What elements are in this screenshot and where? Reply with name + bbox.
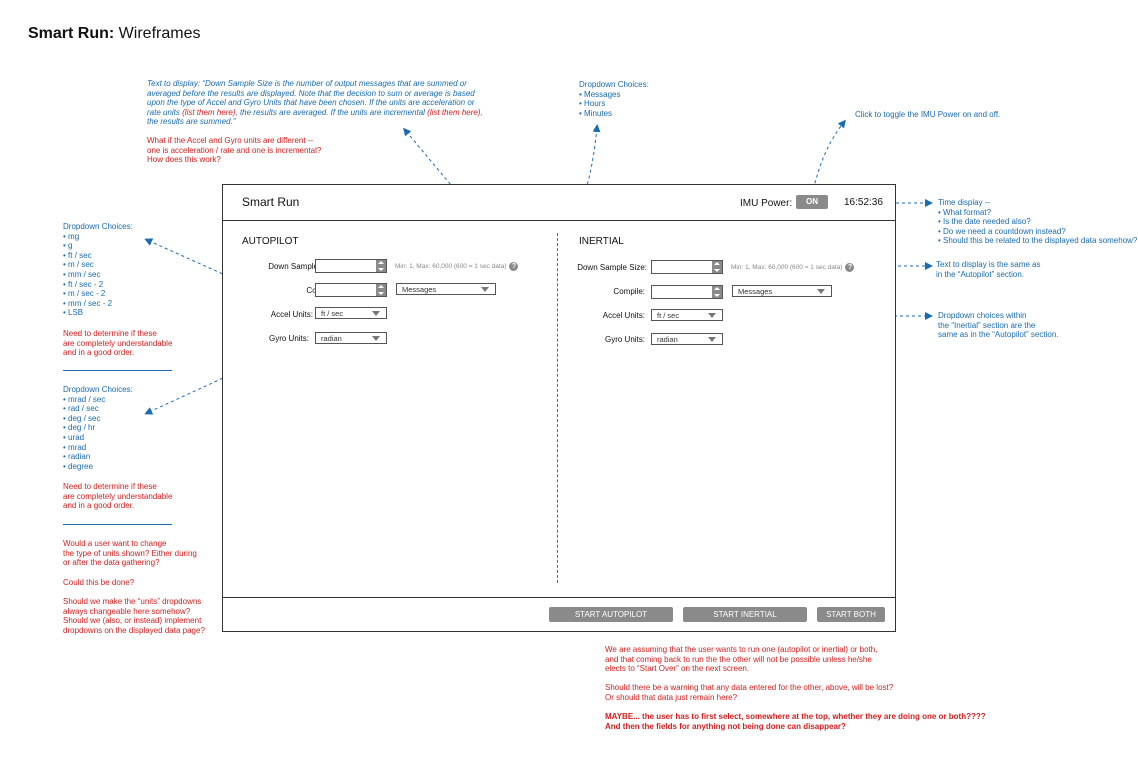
chevron-down-icon (481, 287, 489, 292)
inertial-down-sample-label: Down Sample Size: (577, 263, 647, 272)
bottom-note-3: MAYBE... the user has to first select, s… (605, 712, 986, 731)
autopilot-heading: AUTOPILOT (242, 236, 299, 247)
inertial-heading: INERTIAL (579, 236, 624, 247)
chevron-down-icon (372, 311, 380, 316)
inertial-accel-label: Accel Units: (602, 311, 645, 320)
autopilot-compile-input[interactable] (315, 283, 387, 297)
arrow-compile (497, 124, 601, 291)
autopilot-down-sample-hint: Min: 1, Max: 60,000 (600 = 1 sec data)? (395, 262, 519, 271)
units-question-2: Could this be done? (63, 578, 135, 587)
app-title: Smart Run (242, 195, 300, 209)
panel-header: Smart Run IMU Power: ON 16:52:36 (223, 185, 895, 221)
inertial-compile-input[interactable] (651, 285, 723, 299)
inertial-compile-label: Compile: (613, 287, 645, 296)
smart-run-panel: Smart Run IMU Power: ON 16:52:36 AUTOPIL… (222, 184, 896, 632)
autopilot-down-sample-label: Down Sample Size: (268, 262, 338, 271)
page-title: Smart Run: Wireframes (28, 25, 200, 43)
arrow-downsample (403, 127, 513, 259)
page-title-bold: Smart Run: (28, 25, 115, 42)
autopilot-down-sample-input[interactable] (315, 259, 387, 273)
start-inertial-button[interactable]: START INERTIAL (683, 607, 807, 622)
divider-line (63, 370, 172, 371)
help-icon[interactable]: ? (509, 262, 519, 271)
downsample-question: What if the Accel and Gyro units are dif… (147, 136, 322, 165)
inertial-accel-select[interactable]: ft / sec (651, 309, 723, 321)
spinner-icon[interactable] (376, 260, 386, 272)
page-title-rest: Wireframes (114, 25, 201, 42)
footer-divider (223, 597, 895, 598)
chevron-down-icon (708, 337, 716, 342)
autopilot-accel-label: Accel Units: (270, 310, 313, 319)
inertial-text-note: Text to display is the same as in the “A… (936, 260, 1041, 279)
accel-choices-note: Dropdown Choices: • mg • g • ft / sec • … (63, 222, 133, 318)
bottom-note-2: Should there be a warning that any data … (605, 683, 894, 702)
imu-note: Click to toggle the IMU Power on and off… (855, 110, 1001, 119)
autopilot-compile-select[interactable]: Messages (396, 283, 496, 295)
inertial-down-sample-input[interactable] (651, 260, 723, 274)
spinner-icon[interactable] (712, 286, 722, 298)
section-divider (557, 233, 558, 583)
gyro-question: Need to determine if these are completel… (63, 482, 173, 511)
inertial-compile-select[interactable]: Messages (732, 285, 832, 297)
inertial-gyro-label: Gyro Units: (604, 335, 645, 344)
arrow-imu (811, 119, 846, 196)
autopilot-accel-select[interactable]: ft / sec (315, 307, 387, 319)
imu-power-toggle[interactable]: ON (796, 195, 828, 209)
compile-choices-note: Dropdown Choices: • Messages • Hours • M… (579, 80, 649, 118)
units-question-1: Would a user want to change the type of … (63, 539, 197, 568)
imu-power-label: IMU Power: (740, 198, 793, 209)
divider-line (63, 524, 172, 525)
chevron-down-icon (817, 289, 825, 294)
chevron-down-icon (372, 336, 380, 341)
units-question-3: Should we make the “units” dropdowns alw… (63, 597, 205, 635)
downsample-note: Text to display: “Down Sample Size is th… (147, 79, 483, 127)
help-icon[interactable]: ? (845, 263, 855, 272)
bottom-note-1: We are assuming that the user wants to r… (605, 645, 878, 674)
time-note: Time display -- • What format? • Is the … (938, 198, 1138, 246)
start-autopilot-button[interactable]: START AUTOPILOT (549, 607, 673, 622)
start-both-button[interactable]: START BOTH (817, 607, 885, 622)
inertial-gyro-select[interactable]: radian (651, 333, 723, 345)
gyro-choices-note: Dropdown Choices: • mrad / sec • rad / s… (63, 385, 133, 471)
chevron-down-icon (708, 313, 716, 318)
accel-question: Need to determine if these are completel… (63, 329, 173, 358)
inertial-dropdown-note: Dropdown choices within the “Inertial” s… (938, 311, 1059, 340)
time-display: 16:52:36 (844, 197, 883, 208)
inertial-down-sample-hint: Min: 1, Max: 60,000 (600 = 1 sec data)? (731, 263, 855, 272)
spinner-icon[interactable] (376, 284, 386, 296)
autopilot-gyro-select[interactable]: radian (315, 332, 387, 344)
autopilot-gyro-label: Gyro Units: (268, 334, 309, 343)
spinner-icon[interactable] (712, 261, 722, 273)
